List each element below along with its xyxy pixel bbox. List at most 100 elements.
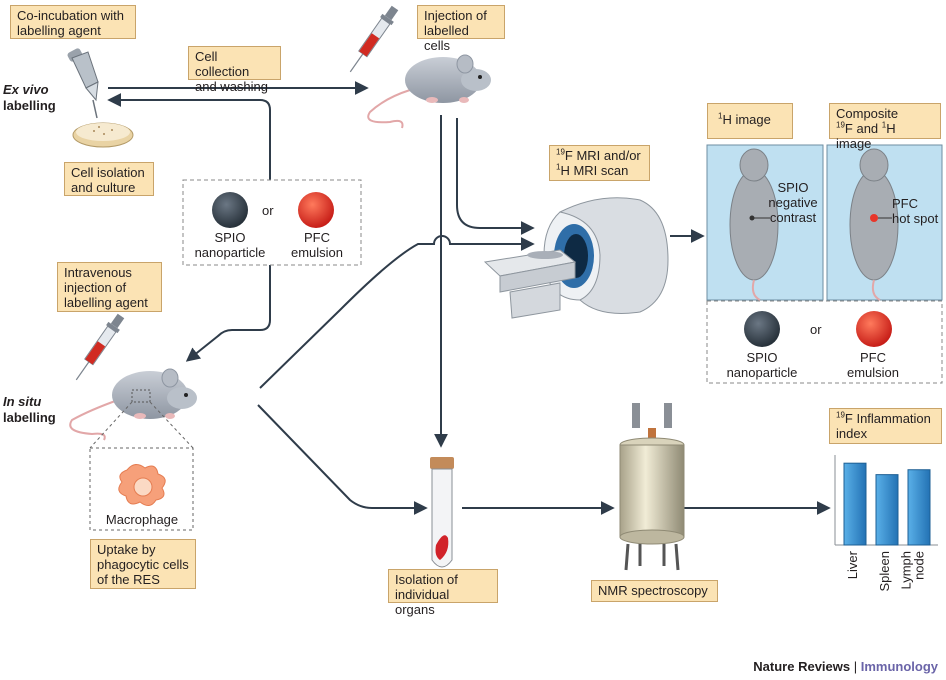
- superscript: 19: [556, 147, 565, 157]
- superscript: 19: [836, 410, 845, 420]
- text-line: PFC: [860, 350, 886, 365]
- label-composite: Composite 19F and 1H image: [829, 103, 941, 151]
- pfc-label: PFC emulsion: [840, 350, 906, 380]
- label-organs: Isolation of individual organs: [388, 569, 498, 617]
- connectors: [107, 81, 831, 515]
- spio-label: SPIO nanoparticle: [186, 230, 274, 260]
- side-label-in-situ: In situ labelling: [3, 394, 56, 426]
- text-line: F and: [844, 121, 882, 136]
- text-line: F Inflammation: [844, 411, 931, 426]
- superscript: 1: [881, 120, 887, 130]
- macrophage-icon: [118, 464, 166, 506]
- tick-label: node: [912, 551, 927, 580]
- text-line: labelling agent: [17, 23, 101, 38]
- text-line: SPIO: [214, 230, 246, 245]
- petri-dish-icon: [72, 122, 134, 148]
- label-h-image: 1H image: [707, 103, 793, 139]
- label-collection: Cell collection and washing: [188, 46, 281, 94]
- superscript: 1: [556, 162, 561, 172]
- label-mri-scan: 19F MRI and/or 1H MRI scan: [549, 145, 650, 181]
- pipette-icon: [67, 48, 99, 119]
- text-line: Cell isolation: [71, 165, 145, 180]
- bar-spleen: [875, 474, 899, 546]
- spio-particle-icon: [212, 192, 248, 228]
- text-line: In situ: [3, 394, 42, 409]
- label-cell-isolation: Cell isolation and culture: [64, 162, 154, 196]
- journal-credit: Nature Reviews | Immunology: [753, 659, 938, 674]
- text-line: Ex vivo: [3, 82, 49, 97]
- macrophage-label: Macrophage: [105, 512, 179, 527]
- spio-label: SPIO nanoparticle: [714, 350, 810, 380]
- arrow-to-in-situ: [185, 265, 271, 362]
- text-line: emulsion: [846, 365, 900, 380]
- bar-liver: [843, 462, 867, 546]
- particle-box-1: [182, 179, 362, 266]
- pfc-particle-icon: [298, 192, 334, 228]
- label-uptake: Uptake by phagocytic cells of the RES: [90, 539, 196, 589]
- text-line: labelling: [3, 98, 56, 113]
- arrow-insitu-to-organs: [257, 404, 428, 515]
- text-line: NMR spectroscopy: [598, 583, 708, 598]
- text-line: emulsion: [290, 245, 344, 260]
- text-line: negative: [768, 195, 818, 210]
- text-line: Composite: [836, 106, 899, 121]
- superscript: 1: [718, 111, 723, 121]
- text-line: PFC: [304, 230, 330, 245]
- text-line: Intravenous: [64, 265, 132, 280]
- text-line: nanoparticle: [194, 245, 266, 260]
- text-line: injection of: [64, 280, 127, 295]
- text-line: F MRI and/or: [564, 148, 641, 163]
- panel-spio-annotation: SPIO negative contrast: [762, 180, 824, 225]
- text-line: and washing: [195, 79, 268, 94]
- mouse-image-h: [729, 148, 779, 301]
- text-line: SPIO: [746, 350, 778, 365]
- pfc-particle-icon: [856, 311, 892, 347]
- text-line: H image: [836, 121, 896, 151]
- text-line: SPIO: [777, 180, 809, 195]
- spio-particle-icon: [744, 311, 780, 347]
- text-line: of the RES: [97, 572, 160, 587]
- label-nmr: NMR spectroscopy: [591, 580, 718, 602]
- tick-label: Spleen: [877, 551, 892, 591]
- or-label: or: [810, 322, 822, 337]
- label-inflammation: 19F Inflammation index: [829, 408, 942, 444]
- arrow-mouse-to-mri: [456, 118, 535, 235]
- tick-label: Lymph: [899, 551, 914, 590]
- mouse-icon: [367, 54, 491, 129]
- text-line: Uptake by: [97, 542, 156, 557]
- separator: |: [850, 659, 861, 674]
- nmr-spectrometer-icon: [619, 403, 685, 571]
- particle-box-2: [706, 300, 943, 384]
- text-line: Cell collection: [195, 49, 250, 79]
- or-label: or: [262, 203, 274, 218]
- arrow-insitu-to-mri: [259, 235, 535, 389]
- text-line: and culture: [71, 180, 136, 195]
- arrow-back-to-ex-vivo: [107, 93, 271, 180]
- side-label-ex-vivo: Ex vivo labelling: [3, 82, 56, 114]
- text-line: Co-incubation with: [17, 8, 124, 23]
- text-line: nanoparticle: [726, 365, 798, 380]
- text-line: labelling: [3, 410, 56, 425]
- pfc-label: PFC emulsion: [290, 230, 344, 260]
- label-injection-cells: Injection of labelled cells: [417, 5, 505, 53]
- text-line: individual organs: [395, 587, 450, 617]
- syringe-icon: [349, 5, 399, 73]
- mouse-icon: [69, 368, 197, 441]
- journal-name: Nature Reviews: [753, 659, 851, 674]
- text-line: phagocytic cells: [97, 557, 189, 572]
- mri-scanner-icon: [483, 197, 669, 319]
- text-line: contrast: [769, 210, 817, 225]
- text-line: PFC: [892, 196, 918, 211]
- label-intravenous: Intravenous injection of labelling agent: [57, 262, 162, 312]
- text-line: hot spot: [892, 211, 939, 226]
- zoom-lines: [89, 401, 194, 449]
- text-line: Injection of: [424, 8, 487, 23]
- syringe-icon: [75, 313, 125, 381]
- text-line: labelled cells: [424, 23, 469, 53]
- superscript: 19: [836, 120, 845, 130]
- mouse-image-composite: [849, 148, 899, 301]
- panel-pfc-annotation: PFC hot spot: [880, 196, 938, 226]
- journal-subtitle: Immunology: [860, 659, 938, 674]
